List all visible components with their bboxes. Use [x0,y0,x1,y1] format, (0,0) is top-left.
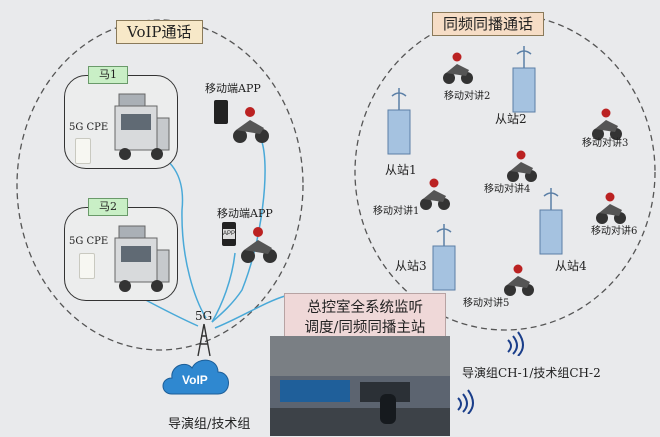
motorcycle-rider-icon [420,178,450,210]
control-room-line2: 调度/同频同播主站 [304,320,426,336]
tower-5g-label: 5G [195,309,213,323]
bottom-right-label: 导演组CH-1/技术组CH-2 [462,366,601,380]
control-room-photo [270,336,450,436]
motorcycle-rider-icon [504,264,534,296]
walkie-talkie-2: 移动对讲2 [444,91,491,102]
horse2-card: 马2 5G CPE [64,198,178,301]
link-control [214,295,286,329]
horse2-cpe-label: 5G CPE [69,236,109,247]
motorcycle-rider-icon [596,192,626,224]
link-app2 [211,252,236,323]
slave-station-3: 从站3 [395,259,427,273]
bottom-left-label: 导演组/技术组 [168,417,251,432]
horse2-tag: 马2 [88,198,128,216]
motorcycle-rider-icon [507,150,537,182]
motorcycle-rider-icon [592,108,622,140]
cloud-label: VoIP [182,373,208,387]
walkie-talkie-1: 移动对讲1 [373,206,420,217]
control-room-line1: 总控室全系统监听 [307,300,423,316]
walkie-talkie-4: 移动对讲4 [484,184,531,195]
station-tower-icon [539,188,563,255]
motorcycle-rider-icon [443,52,473,84]
link-horse2 [139,296,199,327]
simulcast-zone-title: 同频同播通话 [432,12,545,36]
signal-wave-icon [507,331,524,356]
walkie-talkie-5: 移动对讲5 [463,298,510,309]
walkie-talkie-6: 移动对讲6 [591,226,638,237]
horse1-card: 马1 5G CPE [64,66,178,169]
cpe-device-icon [75,138,91,164]
broadcast-van-icon [114,93,170,160]
control-room-box: 总控室全系统监听 调度/同频同播主站 [284,293,446,343]
phone-screen-text: APP [223,229,236,239]
station-tower-icon [432,224,456,291]
cloud-icon [162,359,229,395]
motorcycle-rider-icon [241,227,277,263]
phone-icon [214,100,228,124]
horse1-tag: 马1 [88,66,128,84]
voip-zone-outline [16,19,304,351]
cell-tower-icon [197,323,211,357]
station-tower-icon [387,88,411,155]
mobile-app1-label: 移动端APP [205,82,261,95]
phone-icon: APP [222,222,236,246]
slave-station-2: 从站2 [495,112,527,126]
voip-zone-title: VoIP通话 [116,20,203,44]
horse1-cpe-label: 5G CPE [69,122,109,133]
mobile-app2-label: 移动端APP [217,207,273,220]
cpe-device-icon [79,253,95,279]
slave-station-4: 从站4 [555,259,587,273]
motorcycle-rider-icon [233,107,269,143]
station-tower-icon [512,46,536,113]
slave-station-1: 从站1 [385,163,417,177]
broadcast-van-icon [114,225,170,292]
link-app1 [211,141,266,323]
walkie-talkie-3: 移动对讲3 [582,138,629,149]
signal-wave-icon [457,389,474,414]
